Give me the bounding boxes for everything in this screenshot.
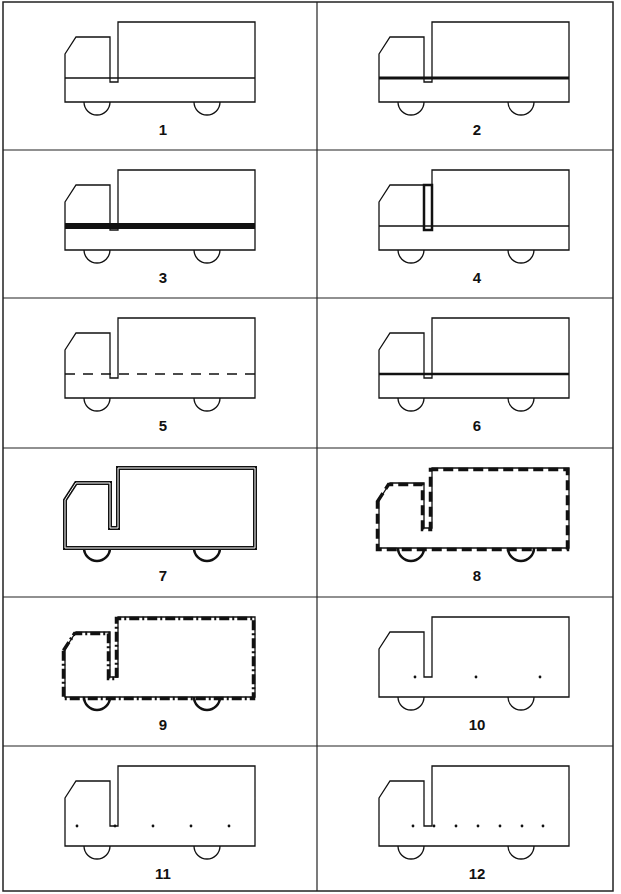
figure-number: 9: [159, 717, 167, 732]
figure-number: 10: [469, 717, 486, 732]
cab-post: [424, 185, 432, 230]
grid-border: [3, 2, 613, 891]
truck-drawing: [65, 22, 255, 115]
chassis-line: [379, 77, 569, 80]
truck-wheel: [508, 250, 534, 263]
marker-dot: [228, 825, 231, 828]
truck-wheel: [398, 250, 424, 263]
truck-body-dashed: [64, 619, 254, 699]
truck-body: [379, 617, 569, 697]
marker-dot: [475, 676, 478, 679]
grid-line: [3, 745, 613, 746]
grid-line: [3, 297, 613, 298]
truck-wheel: [398, 697, 424, 710]
chassis-line: [65, 223, 255, 229]
truck-drawing: [379, 22, 569, 115]
chassis-line: [379, 373, 569, 376]
truck-drawing: [379, 170, 569, 263]
truck-drawing: [65, 766, 255, 859]
marker-dot: [76, 825, 79, 828]
grid-line: [3, 447, 613, 448]
truck-wheel: [508, 102, 534, 115]
truck-body: [65, 170, 255, 250]
truck-body: [379, 468, 569, 548]
truck-body: [65, 318, 255, 398]
figure-number: 7: [159, 568, 167, 583]
truck-drawing: [379, 766, 569, 859]
figure-number: 5: [159, 418, 167, 433]
truck-drawing: [378, 468, 570, 561]
chassis-line: [65, 77, 255, 79]
truck-drawing: [65, 170, 255, 263]
truck-body-dashed: [378, 470, 568, 550]
truck-wheel: [194, 846, 220, 859]
truck-wheel: [508, 846, 534, 859]
truck-body: [65, 22, 255, 102]
figure-number: 3: [159, 270, 167, 285]
marker-dot: [477, 825, 480, 828]
truck-body-inner: [65, 468, 255, 548]
figure-number: 8: [473, 568, 481, 583]
figure-number: 2: [473, 122, 481, 137]
truck-wheel: [398, 846, 424, 859]
truck-wheel: [194, 102, 220, 115]
truck-drawing: [379, 318, 569, 411]
truck-body: [379, 318, 569, 398]
truck-wheel: [508, 697, 534, 710]
marker-dot: [114, 825, 117, 828]
truck-drawing: [379, 617, 569, 710]
figure-number: 4: [473, 270, 481, 285]
marker-dot: [414, 676, 417, 679]
marker-dot: [152, 825, 155, 828]
truck-drawing: [65, 468, 255, 561]
grid-line: [3, 596, 613, 597]
marker-dot: [539, 676, 542, 679]
truck-body: [379, 22, 569, 102]
truck-wheel: [398, 398, 424, 411]
truck-wheel: [84, 250, 110, 263]
marker-dot: [412, 825, 415, 828]
truck-wheel: [398, 102, 424, 115]
chassis-dashed-line: [65, 373, 255, 374]
marker-dot: [542, 825, 545, 828]
truck-drawing: [65, 318, 255, 411]
figure-number: 11: [155, 866, 171, 881]
truck-drawing: [64, 617, 256, 710]
truck-wheel: [508, 398, 534, 411]
truck-body: [379, 766, 569, 846]
truck-body: [65, 468, 255, 548]
truck-body: [379, 170, 569, 250]
truck-wheel: [194, 398, 220, 411]
truck-body: [65, 766, 255, 846]
marker-dot: [190, 825, 193, 828]
truck-wheel: [84, 846, 110, 859]
grid-line: [316, 2, 317, 891]
chassis-line: [379, 225, 569, 227]
truck-wheel: [84, 398, 110, 411]
grid-line: [3, 149, 613, 150]
marker-dot: [499, 825, 502, 828]
truck-body: [65, 617, 255, 697]
figure-number: 6: [473, 418, 481, 433]
figure-number: 12: [469, 866, 486, 881]
truck-wheel: [84, 102, 110, 115]
truck-wheel: [194, 250, 220, 263]
figure-number: 1: [159, 122, 167, 137]
marker-dot: [455, 825, 458, 828]
marker-dot: [521, 825, 524, 828]
marker-dot: [433, 825, 436, 828]
